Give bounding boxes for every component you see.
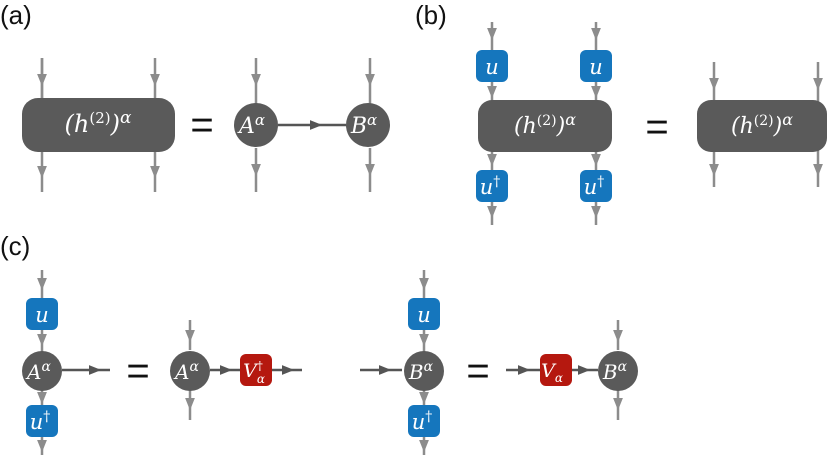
V-box [540, 354, 572, 386]
V-dagger-box [240, 354, 272, 386]
h-tensor-block [697, 100, 827, 152]
u-label: u [485, 55, 499, 79]
equals-sign: = [126, 349, 149, 393]
equals-sign: = [645, 105, 668, 149]
h-tensor-block [22, 98, 175, 152]
u-dagger-label: u† [584, 174, 605, 199]
B-tensor-label: Bα [602, 359, 628, 384]
h-tensor-label: (h(2))α [514, 110, 576, 139]
panel-c: u Aα u† = Aα V†α u Bα u† = Vα [22, 270, 638, 455]
u-dagger-label: u† [480, 174, 501, 199]
B-tensor-label: Bα [408, 359, 434, 384]
V-label: Vα [541, 360, 563, 385]
panel-b: u u (h(2))α u† u† = (h(2))α [476, 22, 827, 225]
u-dagger-box [26, 405, 58, 437]
u-label: u [35, 303, 49, 327]
A-tensor-label: Aα [173, 359, 199, 384]
B-tensor [346, 103, 390, 147]
u-box [476, 50, 508, 82]
equals-sign: = [190, 103, 213, 147]
panel-label-a: (a) [0, 0, 32, 30]
panel-label-b: (b) [415, 0, 447, 30]
A-tensor [22, 351, 62, 391]
u-dagger-label: u† [412, 409, 433, 434]
A-tensor [234, 103, 278, 147]
A-tensor-label: Aα [237, 111, 265, 139]
u-label: u [417, 303, 431, 327]
equals-sign: = [466, 349, 489, 393]
u-dagger-label: u† [30, 409, 51, 434]
A-tensor-label: Aα [25, 359, 51, 384]
h-tensor-label: (h(2))α [731, 110, 793, 139]
panel-label-c: (c) [0, 231, 30, 261]
panel-a: (h(2))α = Aα Bα [22, 58, 390, 192]
u-dagger-box [580, 170, 612, 202]
u-dagger-box [476, 170, 508, 202]
A-tensor [170, 351, 210, 391]
B-tensor [404, 351, 444, 391]
u-dagger-box [408, 405, 440, 437]
V-dagger-label: V†α [243, 359, 265, 386]
u-box [26, 298, 58, 330]
u-box [580, 50, 612, 82]
u-box [408, 298, 440, 330]
u-label: u [589, 55, 603, 79]
B-tensor [598, 351, 638, 391]
B-tensor-label: Bα [350, 111, 377, 139]
h-tensor-label: (h(2))α [65, 108, 132, 138]
h-tensor-block [478, 100, 612, 152]
